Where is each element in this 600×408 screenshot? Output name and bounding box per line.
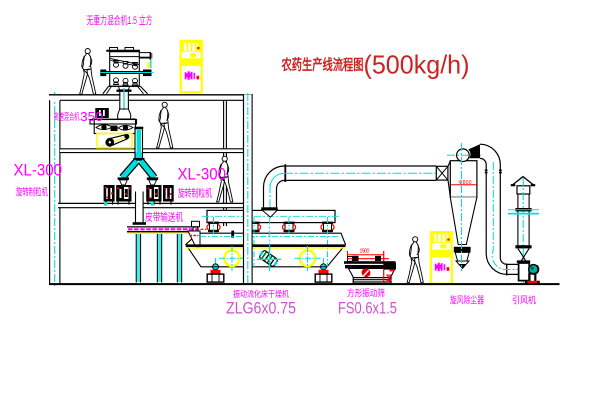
svg-text:旋风除尘器: 旋风除尘器 — [450, 295, 484, 307]
svg-text:350: 350 — [80, 109, 103, 124]
svg-text:FS0.6x1.5: FS0.6x1.5 — [338, 300, 397, 318]
svg-text:旋转制粒机: 旋转制粒机 — [178, 187, 212, 200]
svg-text:ZLG6x0.75: ZLG6x0.75 — [226, 300, 296, 318]
svg-text:引风机: 引风机 — [512, 295, 536, 307]
svg-text:XL-300: XL-300 — [14, 162, 63, 180]
svg-text:方形振动筛: 方形振动筛 — [347, 288, 385, 300]
svg-text:XL-300: XL-300 — [178, 166, 227, 184]
svg-text:1500: 1500 — [360, 248, 370, 254]
svg-text:皮带输送机: 皮带输送机 — [145, 211, 183, 224]
svg-text:(500kg/h): (500kg/h) — [364, 50, 470, 80]
svg-text:Φ800: Φ800 — [459, 180, 472, 186]
svg-text:振动流化床干燥机: 振动流化床干燥机 — [233, 289, 289, 299]
svg-text:无重力混合机1.5 立方: 无重力混合机1.5 立方 — [87, 13, 153, 27]
svg-text:农药生产线流程图: 农药生产线流程图 — [281, 56, 364, 74]
svg-text:旋转制粒机: 旋转制粒机 — [16, 186, 48, 199]
svg-text:高速混合机: 高速混合机 — [54, 111, 80, 123]
